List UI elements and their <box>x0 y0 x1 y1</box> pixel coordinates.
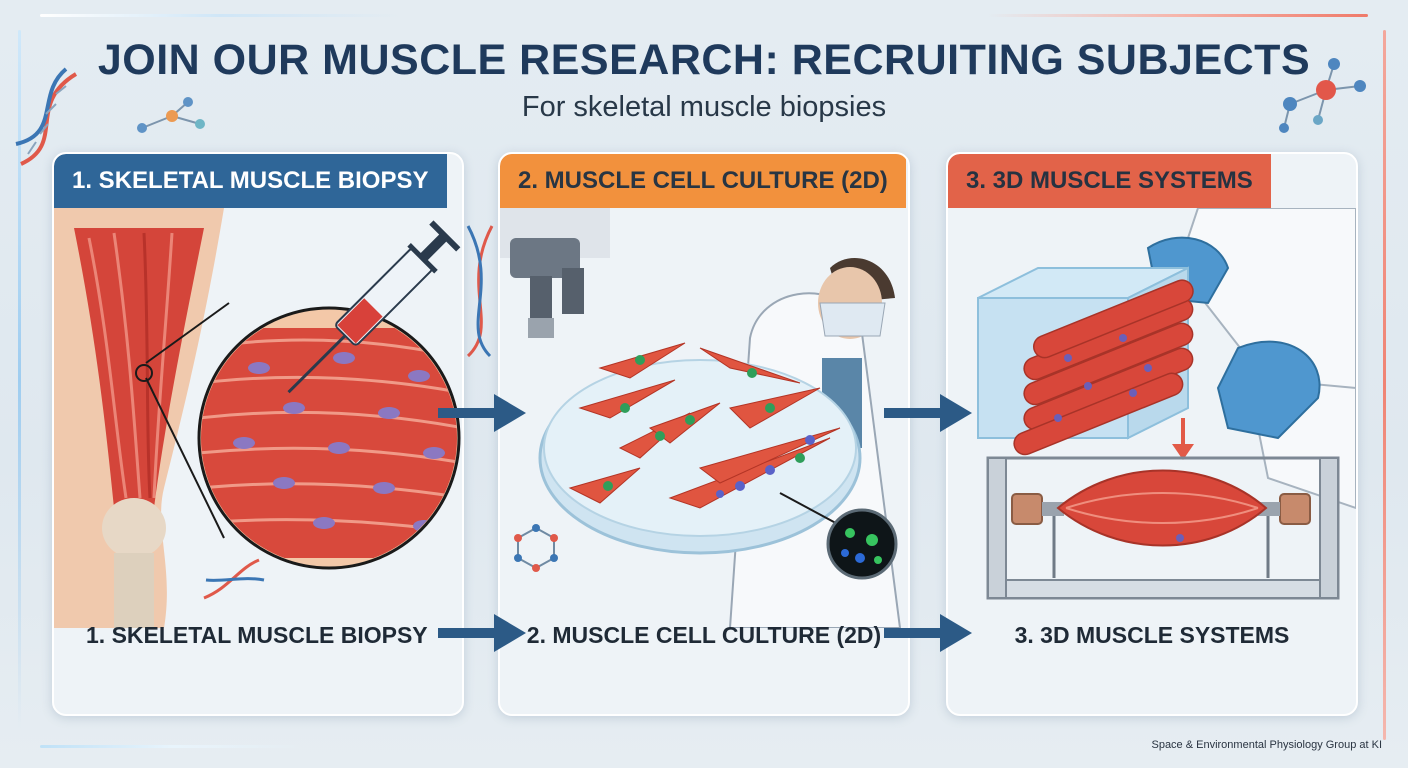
footer-credit: Space & Environmental Physiology Group a… <box>1151 739 1382 751</box>
biopsy-illustration <box>54 208 461 628</box>
panel-biopsy-heading: 1. SKELETAL MUSCLE BIOPSY <box>54 154 447 208</box>
panel-cell-culture: 2. MUSCLE CELL CULTURE (2D) <box>498 152 910 716</box>
arrow-right-icon <box>438 394 526 432</box>
cell-culture-illustration <box>500 208 902 628</box>
panel-3d-caption: 3. 3D MUSCLE SYSTEMS <box>1014 622 1290 648</box>
arrow-right-icon <box>438 614 526 652</box>
glow-line-right <box>1383 30 1386 740</box>
panel-biopsy: 1. SKELETAL MUSCLE BIOPSY <box>52 152 464 716</box>
molecule-icon <box>137 97 205 133</box>
panel-biopsy-caption: 1. SKELETAL MUSCLE BIOPSY <box>86 622 428 648</box>
page-subtitle: For skeletal muscle biopsies <box>521 91 887 123</box>
glow-line-top-right <box>988 14 1368 17</box>
arrow-right-icon <box>884 394 972 432</box>
dna-helix-icon-center <box>466 225 494 358</box>
panel-culture-caption: 2. MUSCLE CELL CULTURE (2D) <box>526 622 882 648</box>
arrow-right-icon <box>884 614 972 652</box>
page-title: JOIN OUR MUSCLE RESEARCH: RECRUITING SUB… <box>97 36 1311 84</box>
glow-line-top-left <box>40 14 400 17</box>
panel-3d-systems: 3. 3D MUSCLE SYSTEMS <box>946 152 1358 716</box>
molecule-icon-right <box>1279 58 1366 133</box>
3d-muscle-illustration <box>977 208 1356 600</box>
panel-culture-heading: 2. MUSCLE CELL CULTURE (2D) <box>500 154 906 208</box>
glow-line-bottom-left <box>40 745 305 748</box>
dna-helix-icon <box>15 67 78 166</box>
panel-3d-heading: 3. 3D MUSCLE SYSTEMS <box>948 154 1271 208</box>
glow-line-left <box>18 30 21 730</box>
